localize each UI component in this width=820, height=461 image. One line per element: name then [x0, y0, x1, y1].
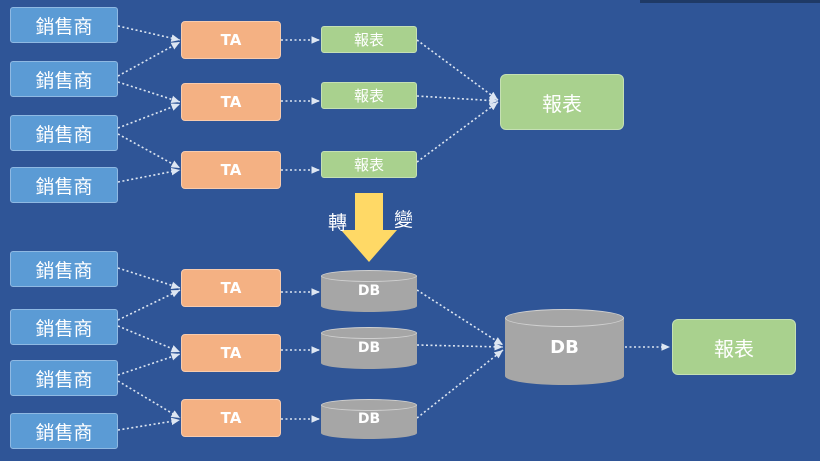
edge-top-dealer2-ta2	[117, 81, 181, 104]
dealer-node: 銷售商	[10, 7, 118, 43]
central-db-cylinder: DB	[505, 318, 624, 376]
edge-bottom-dealer3-ta2	[117, 353, 181, 376]
edge-top-dealer2-ta1	[117, 41, 181, 77]
transition-label-right: 變	[394, 209, 414, 231]
dealer-node: 銷售商	[10, 115, 118, 151]
report-node: 報表	[321, 26, 417, 53]
db-cylinder: DB	[321, 333, 417, 363]
edge-bottom-dealer2-ta2	[117, 325, 181, 353]
edge-top-report1-final	[416, 39, 499, 101]
db-label: DB	[357, 411, 381, 427]
report-node: 報表	[321, 82, 417, 109]
db-cylinder: DB	[321, 276, 417, 306]
edge-bottom-db2-central	[416, 342, 504, 351]
edge-top-dealer3-ta2	[117, 103, 181, 129]
edge-bottom-dealer2-ta1	[117, 289, 181, 321]
edge-bottom-db1-central	[416, 289, 504, 346]
db-cylinder: DB	[321, 405, 417, 433]
ta-node: TA	[181, 334, 281, 372]
db-label: DB	[357, 340, 381, 356]
edge-top-dealer1-ta1	[117, 25, 181, 42]
edge-bottom-dealer3-ta3	[117, 380, 181, 419]
db-label: DB	[357, 283, 381, 299]
edge-top-dealer3-ta3	[117, 133, 181, 169]
dealer-node: 銷售商	[10, 167, 118, 203]
central-db-label: DB	[550, 336, 579, 358]
report-node: 報表	[321, 151, 417, 178]
dealer-node: 銷售商	[10, 309, 118, 345]
edge-bottom-db3-central	[416, 349, 504, 419]
down-arrow-icon	[341, 193, 397, 262]
ta-node: TA	[181, 151, 281, 189]
transition-label-left: 轉	[328, 212, 348, 234]
edge-top-report2-final	[416, 95, 499, 105]
ta-node: TA	[181, 21, 281, 59]
ta-node: TA	[181, 269, 281, 307]
ta-node: TA	[181, 399, 281, 437]
ta-node: TA	[181, 83, 281, 121]
dealer-node: 銷售商	[10, 251, 118, 287]
edge-top-dealer4-ta3	[117, 167, 181, 183]
dealer-node: 銷售商	[10, 360, 118, 396]
top-edge-bar	[640, 0, 820, 3]
edge-bottom-dealer4-ta3	[117, 417, 181, 431]
final-report-node: 報表	[672, 319, 796, 375]
dealer-node: 銷售商	[10, 61, 118, 97]
edge-bottom-dealer1-ta1	[117, 267, 181, 290]
final-report-node: 報表	[500, 74, 624, 130]
dealer-node: 銷售商	[10, 413, 118, 449]
edge-top-report3-final	[416, 101, 499, 163]
